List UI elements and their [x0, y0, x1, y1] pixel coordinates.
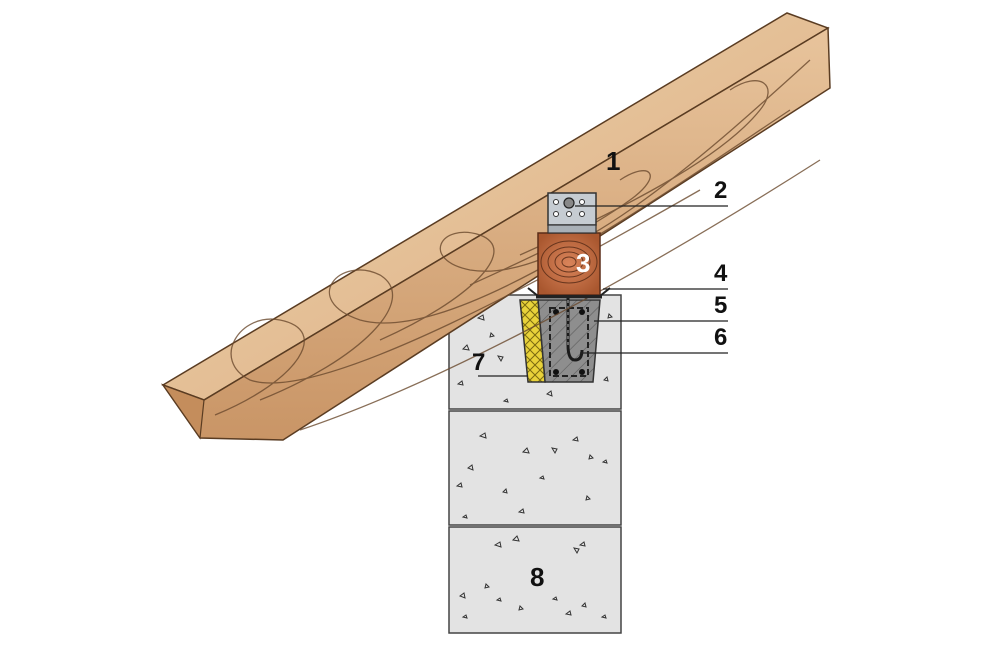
rafter [161, 12, 831, 441]
rafter-end-cut [161, 383, 205, 440]
callout-mauerlat: 3 [576, 248, 590, 278]
waterproofing-layer [527, 287, 611, 299]
callout-bracket: 2 [714, 177, 727, 204]
concrete-block-bottom [448, 526, 622, 634]
mauerlat-beam [537, 232, 601, 296]
aggregate-specks [455, 313, 613, 619]
callout-rebar: 6 [714, 324, 727, 351]
concrete-block-middle [448, 410, 622, 526]
leader-lines [478, 205, 728, 377]
callout-waterproofing: 4 [714, 260, 728, 287]
callout-armo-belt: 5 [714, 292, 727, 319]
callout-concrete-block: 8 [530, 562, 544, 592]
wood-grain [214, 59, 821, 431]
threaded-stud-icon [566, 225, 584, 362]
callout-insulation: 7 [472, 349, 485, 376]
reinforced-concrete-belt [519, 225, 601, 383]
insulation-strip [519, 299, 546, 383]
steel-angle-bracket [547, 192, 597, 234]
callout-rafter: 1 [606, 146, 620, 176]
